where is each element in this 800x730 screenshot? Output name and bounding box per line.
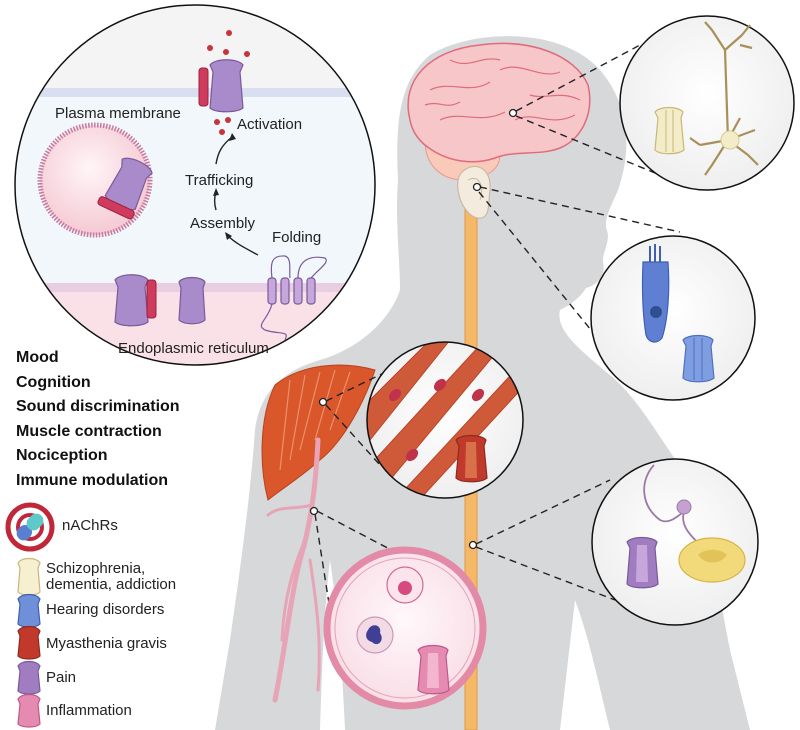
- inset-brain-neuron: [619, 15, 795, 191]
- legend-drug-label: nAChRs: [62, 517, 118, 534]
- functions-list: Mood Cognition Sound discrimination Musc…: [16, 346, 180, 493]
- arrow-head: [229, 133, 236, 141]
- legend-icon-pink: [17, 693, 41, 728]
- legend-item-myasthenia: Myasthenia gravis: [46, 635, 167, 652]
- legend-item-schizophrenia: Schizophrenia, dementia, addiction: [46, 561, 176, 593]
- folding-subunit: [260, 255, 327, 341]
- receptor-icon-cream: [654, 106, 685, 155]
- receptor-plasma-membrane: [198, 59, 244, 113]
- arm-blood-vessel: [266, 437, 321, 703]
- label-trafficking: Trafficking: [185, 172, 253, 189]
- receptor-er-1: [114, 274, 157, 327]
- inset-muscle-fibers: [366, 341, 524, 499]
- function-item: Cognition: [16, 373, 91, 391]
- function-item: Nociception: [16, 447, 108, 464]
- receptor-vesicle: [97, 157, 153, 220]
- legend-item-inflammation: Inflammation: [46, 702, 132, 719]
- legend-receptor-icons: [17, 557, 41, 728]
- spinal-marker: [468, 540, 478, 550]
- ear: [457, 166, 491, 219]
- label-activation: Activation: [237, 116, 302, 133]
- inset-blood-vessel: [323, 546, 487, 710]
- legend-icon-cream: [17, 557, 41, 596]
- label-folding: Folding: [272, 229, 321, 246]
- cell-trafficking-inset: Plasma membrane Activation Trafficking A…: [14, 4, 376, 366]
- label-endoplasmic-reticulum: Endoplasmic reticulum: [118, 340, 269, 357]
- legend-icon-red: [17, 625, 41, 660]
- receptor-icon-red: [455, 434, 488, 483]
- receptor-icon-purple: [626, 536, 659, 589]
- drug-prohibition-icon: [5, 502, 55, 552]
- arrow-head: [225, 232, 232, 240]
- legend-icon-blue: [17, 593, 41, 628]
- brain-marker: [508, 108, 518, 118]
- function-item: Muscle contraction: [16, 422, 162, 440]
- shoulder-muscle: [261, 364, 376, 501]
- function-item: Immune modulation: [16, 471, 168, 489]
- muscle-marker: [318, 397, 328, 407]
- receptor-icon-blue: [682, 334, 715, 383]
- inset-hair-cell: [590, 235, 756, 401]
- vessel-marker: [309, 506, 319, 516]
- label-assembly: Assembly: [190, 215, 256, 232]
- ear-marker: [472, 182, 482, 192]
- legend-item-pain: Pain: [46, 669, 77, 686]
- legend-text: dementia, addiction: [46, 576, 177, 593]
- legend-item-hearing: Hearing disorders: [46, 601, 165, 618]
- acetylcholine-dots: [207, 30, 250, 135]
- label-plasma-membrane: Plasma membrane: [55, 105, 181, 122]
- function-item: Sound discrimination: [16, 398, 180, 415]
- legend-text: Schizophrenia,: [46, 560, 146, 577]
- inset-spinal-cord: [591, 458, 759, 626]
- connector-lines: [314, 44, 681, 611]
- legend-icon-purple: [17, 660, 41, 695]
- function-item: Mood: [16, 349, 59, 366]
- receptor-er-2: [178, 276, 206, 325]
- receptor-icon-pink: [417, 644, 450, 695]
- arrow-head: [213, 188, 219, 196]
